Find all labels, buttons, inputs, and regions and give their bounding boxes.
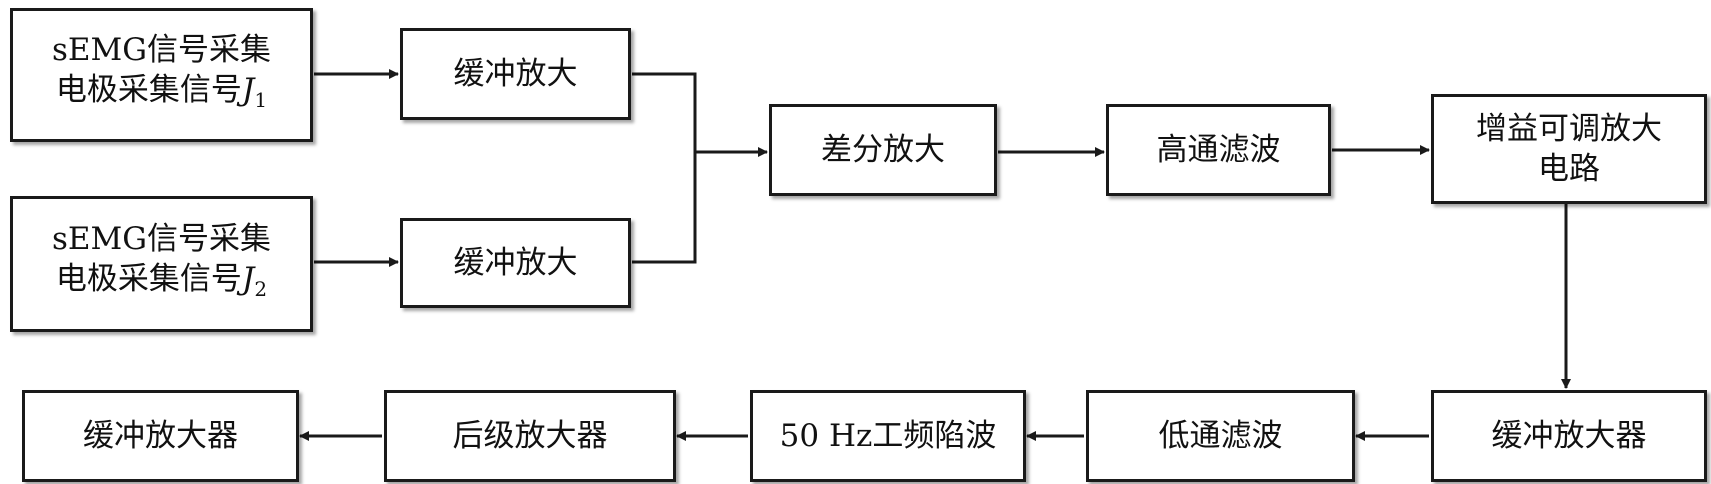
buffer-amplifier-left-label: 缓冲放大器 — [83, 418, 238, 454]
buffer-amplifier-right-label: 缓冲放大器 — [1491, 418, 1647, 454]
semg-electrode-2-line1: sEMG信号采集 — [51, 220, 272, 257]
line-buffer1-to-junction — [632, 72, 697, 152]
lowpass-label: 低通滤波 — [1158, 418, 1283, 454]
notch-filter-box: 50 Hz工频陷波 — [750, 390, 1026, 482]
gain-amp-line1: 增益可调放大 — [1476, 111, 1662, 147]
buffer-amp-1-label: 缓冲放大 — [453, 56, 578, 92]
buffer-amp-2-box: 缓冲放大 — [400, 218, 631, 308]
semg-electrode-1-line2: 电极采集信号J1 — [55, 71, 268, 113]
highpass-label: 高通滤波 — [1156, 132, 1281, 168]
lowpass-box: 低通滤波 — [1086, 390, 1355, 482]
buffer-amplifier-left-box: 缓冲放大器 — [22, 390, 299, 482]
buffer-amplifier-right-box: 缓冲放大器 — [1431, 390, 1707, 482]
gain-amp-line2: 电路 — [1538, 151, 1600, 187]
highpass-box: 高通滤波 — [1106, 104, 1331, 196]
post-amp-box: 后级放大器 — [384, 390, 676, 482]
diff-amp-box: 差分放大 — [769, 104, 997, 196]
line-buffer2-to-junction — [632, 152, 697, 264]
semg-electrode-1-line1: sEMG信号采集 — [51, 31, 272, 68]
post-amp-label: 后级放大器 — [452, 418, 608, 454]
diff-amp-label: 差分放大 — [821, 132, 945, 168]
gain-amp-box: 增益可调放大 电路 — [1431, 94, 1707, 204]
semg-electrode-2-box: sEMG信号采集 电极采集信号J2 — [10, 196, 313, 332]
notch-filter-label: 50 Hz工频陷波 — [779, 418, 997, 454]
semg-electrode-1-box: sEMG信号采集 电极采集信号J1 — [10, 8, 313, 142]
semg-electrode-2-line2: 电极采集信号J2 — [55, 260, 268, 302]
buffer-amp-2-label: 缓冲放大 — [453, 245, 578, 281]
buffer-amp-1-box: 缓冲放大 — [400, 28, 631, 120]
